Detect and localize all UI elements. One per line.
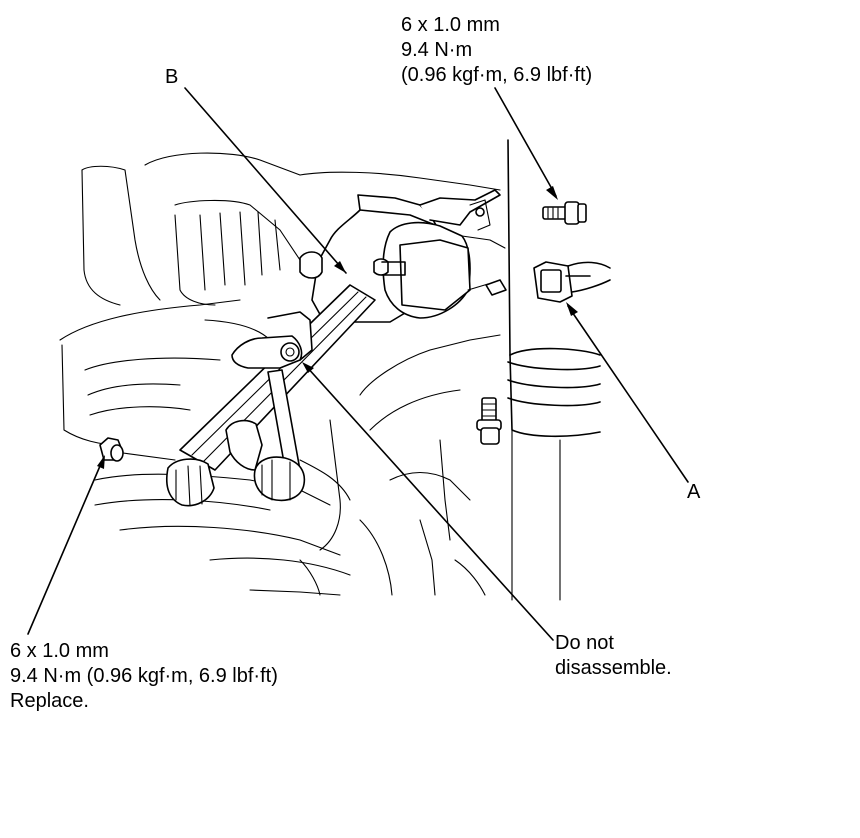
label-a: A — [687, 481, 701, 503]
top-bolt-torque-label: 9.4 N·m — [401, 39, 473, 61]
connector-a — [533, 261, 611, 303]
top-bolt-size-label: 6 x 1.0 mm — [401, 14, 500, 36]
top-bolt-torque-alt-label: (0.96 kgf·m, 6.9 lbf·ft) — [401, 64, 593, 86]
sensor-arm — [166, 284, 376, 507]
bottom-nut-torque-label: 9.4 N·m (0.96 kgf·m, 6.9 lbf·ft) — [10, 665, 278, 687]
bottom-nut-size-label: 6 x 1.0 mm — [10, 640, 109, 662]
top-bolt — [542, 201, 587, 225]
leader-lines — [27, 87, 689, 641]
bottom-nut-note-label: Replace. — [10, 690, 89, 712]
do-not-line2: disassemble. — [555, 657, 672, 679]
label-b: B — [165, 66, 179, 88]
lower-bolt — [476, 397, 502, 445]
strut-tube — [507, 139, 601, 601]
bottom-nut — [99, 437, 176, 462]
do-not-line1: Do not — [555, 632, 614, 654]
